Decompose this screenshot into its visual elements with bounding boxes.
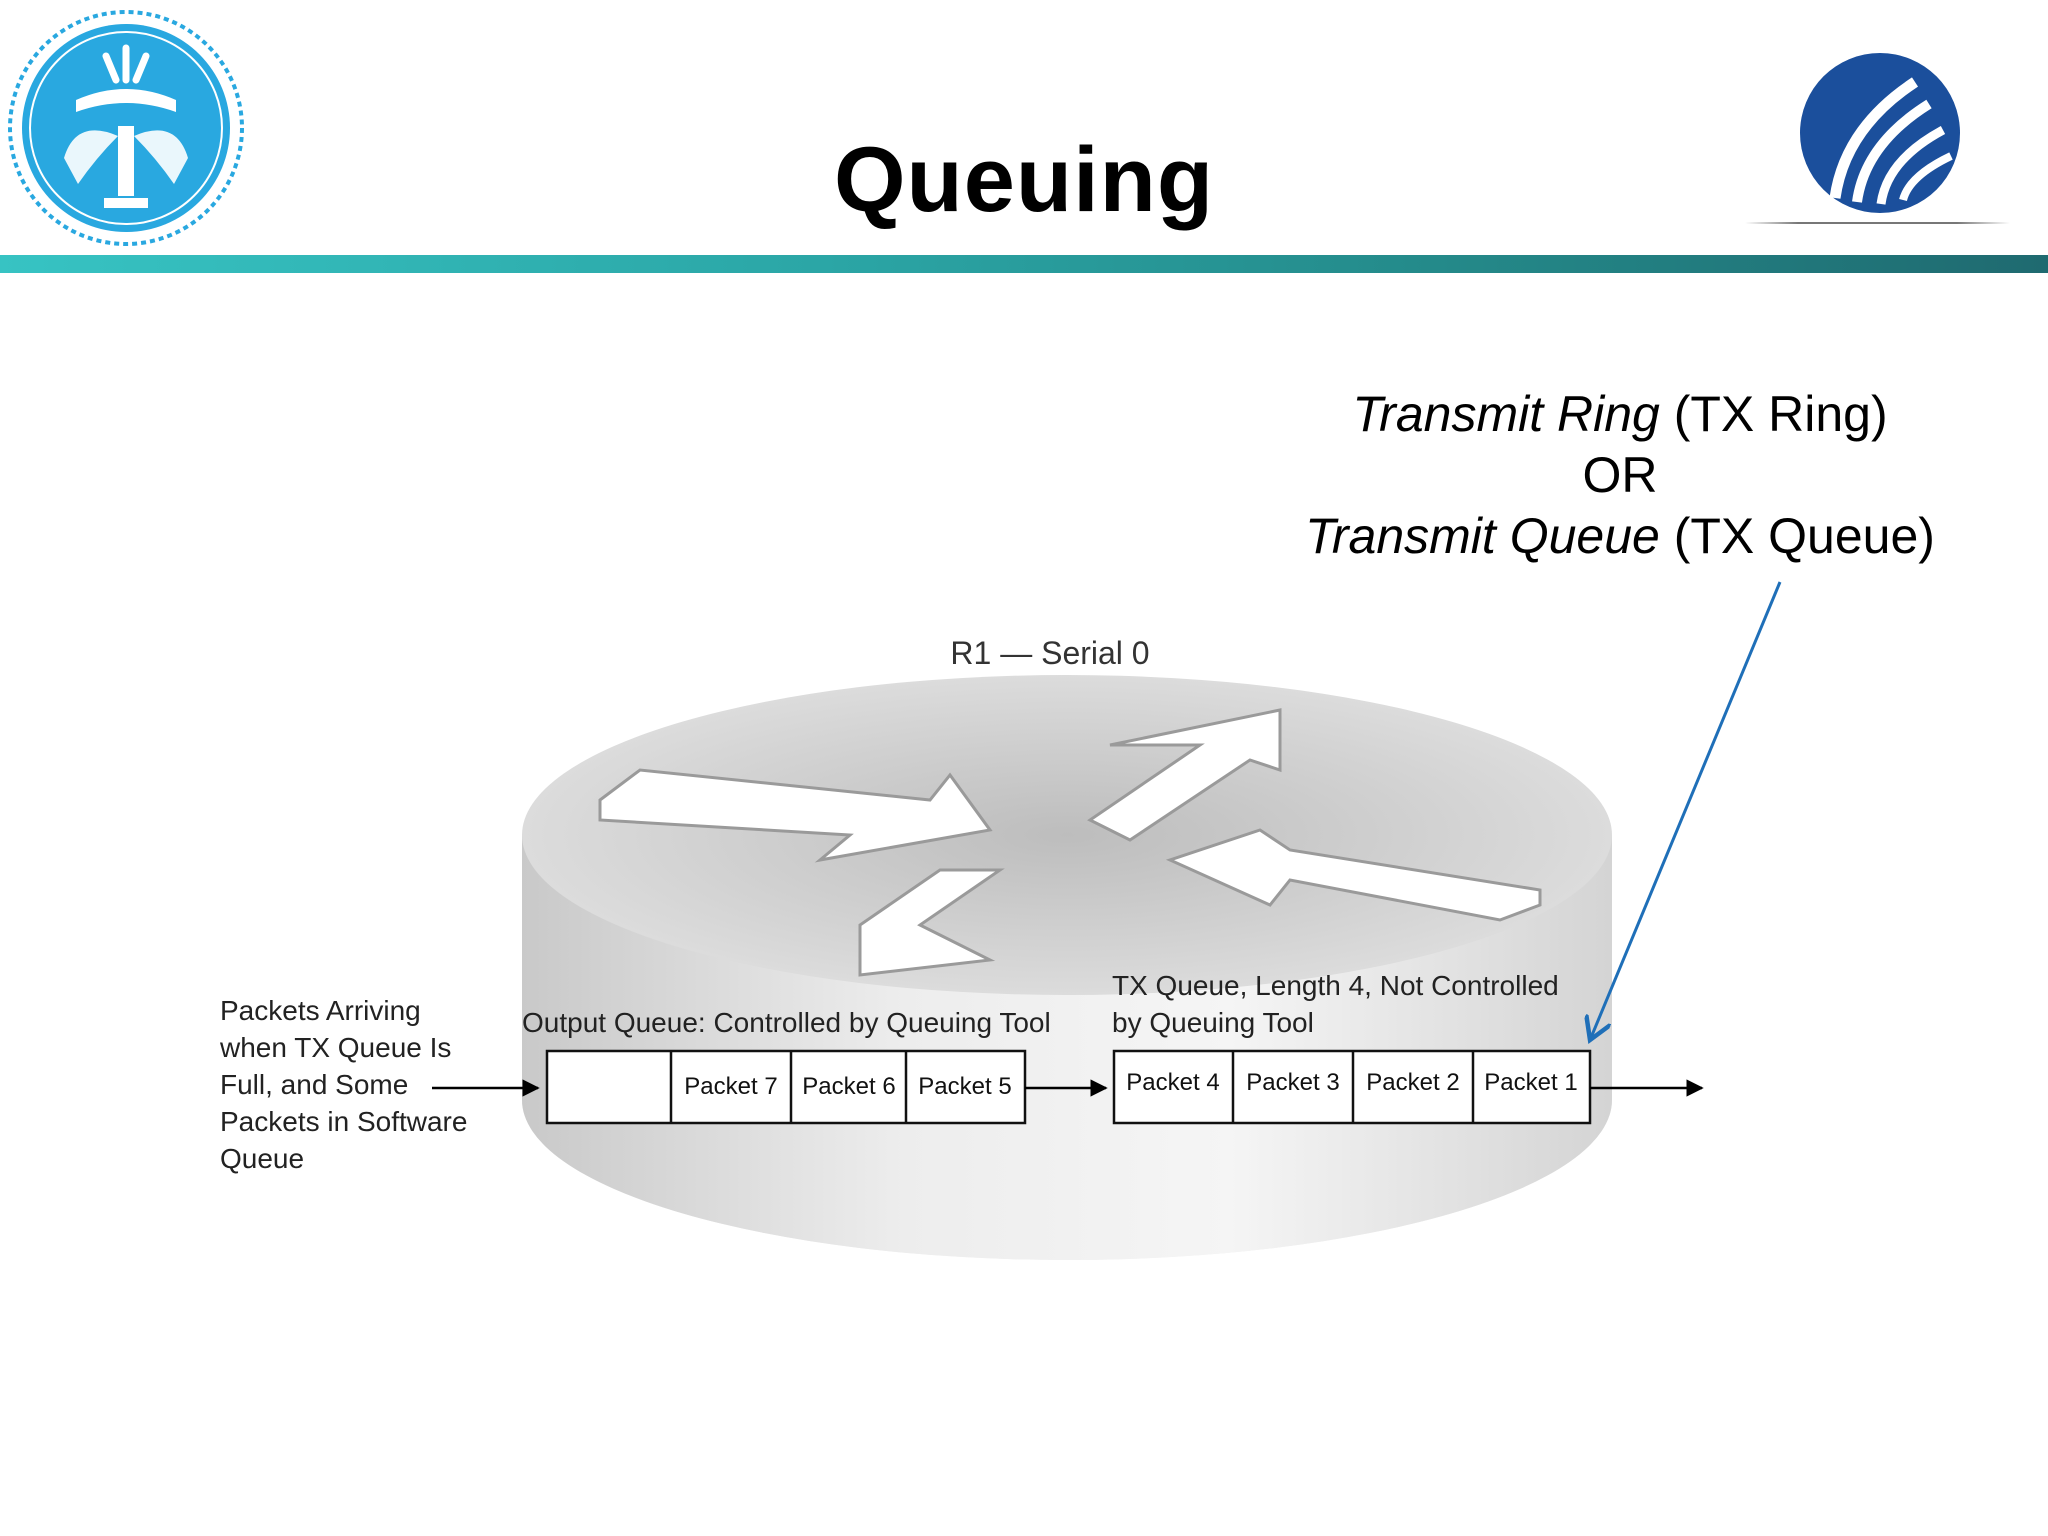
annotation-line-1-rest: (TX Ring)	[1659, 386, 1888, 442]
tx-queue-cell-2: Packet 3	[1246, 1069, 1339, 1096]
output-queue-cell-3: Packet 6	[802, 1073, 895, 1100]
arriving-line-3: Full, and Some	[220, 1069, 408, 1100]
output-queue: Packet 7 Packet 6 Packet 5	[545, 1049, 1027, 1125]
arriving-line-5: Queue	[220, 1143, 304, 1174]
arriving-line-1: Packets Arriving	[220, 995, 421, 1026]
arriving-line-2: when TX Queue Is	[219, 1032, 451, 1063]
annotation-line-1-italic: Transmit Ring	[1352, 386, 1660, 442]
output-queue-label: Output Queue: Controlled by Queuing Tool	[522, 1007, 1051, 1038]
router-icon	[522, 675, 1612, 1260]
annotation-line-3-rest: (TX Queue)	[1659, 508, 1935, 564]
header-divider-bar	[0, 255, 2048, 273]
tx-ring-annotation: Transmit Ring (TX Ring) OR Transmit Queu…	[1270, 384, 1970, 567]
institution-logo-icon	[1800, 53, 1960, 213]
tx-queue-label-line-1: TX Queue, Length 4, Not Controlled	[1112, 970, 1559, 1001]
router-label: R1 — Serial 0	[950, 635, 1149, 671]
output-queue-cell-2: Packet 7	[684, 1073, 777, 1100]
tx-queue-cell-3: Packet 2	[1366, 1069, 1459, 1096]
tx-queue: Packet 4 Packet 3 Packet 2 Packet 1	[1112, 1049, 1592, 1125]
arriving-line-4: Packets in Software	[220, 1106, 467, 1137]
tx-ring-pointer-arrow	[1590, 581, 1782, 1040]
logo-underline-divider	[1745, 222, 2010, 224]
annotation-line-3: Transmit Queue (TX Queue)	[1270, 506, 1970, 567]
arriving-packets-label: Packets Arriving when TX Queue Is Full, …	[219, 995, 467, 1174]
tx-queue-label-line-2: by Queuing Tool	[1112, 1007, 1314, 1038]
output-queue-cell-4: Packet 5	[918, 1073, 1011, 1100]
slide-title: Queuing	[833, 129, 1215, 231]
tx-queue-cell-1: Packet 4	[1126, 1069, 1219, 1096]
annotation-line-2: OR	[1582, 447, 1658, 503]
university-seal-logo-icon	[8, 10, 244, 246]
annotation-line-1: Transmit Ring (TX Ring)	[1270, 384, 1970, 445]
annotation-line-3-italic: Transmit Queue	[1305, 508, 1660, 564]
tx-queue-cell-4: Packet 1	[1484, 1069, 1577, 1096]
